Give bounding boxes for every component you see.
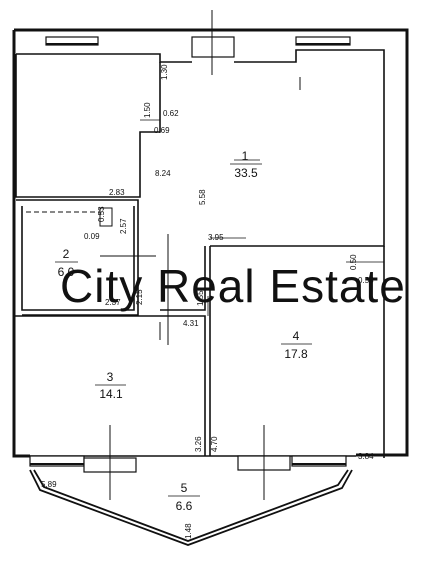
room-3-area: 14.1 [99, 387, 123, 401]
interior-walls [14, 49, 385, 458]
dim-label: 1.30 [160, 64, 169, 80]
room-1-label: 1 33.5 [230, 149, 262, 180]
watermark: City Real Estate [60, 260, 406, 312]
dim-label: 8.24 [155, 169, 171, 178]
dim-label: 4.31 [183, 319, 199, 328]
dimension-ticks [140, 119, 384, 316]
dim-label: 0.50 [349, 254, 358, 270]
room-1-area: 33.5 [234, 166, 258, 180]
room-5-number: 5 [181, 481, 188, 495]
dim-label: 0.69 [154, 126, 170, 135]
dim-label: 3.84 [358, 452, 374, 461]
room-5-label: 5 6.6 [168, 481, 200, 513]
dimension-labels: 1.30 1.50 0.62 0.69 8.24 5.58 2.83 2.57 … [41, 64, 374, 539]
dim-label: 3.26 [194, 436, 203, 452]
dim-label: 0.09 [84, 232, 100, 241]
balcony [29, 469, 353, 546]
room-1-number: 1 [242, 149, 249, 163]
dim-label: 5.89 [41, 480, 57, 489]
dim-label: 3.95 [208, 233, 224, 242]
dim-label: 0.55 [358, 276, 374, 285]
outer-walls [12, 28, 409, 458]
room-2-label: 2 6.0 [55, 247, 78, 279]
dim-label: 2.15 [135, 289, 144, 305]
room-labels: 1 33.5 2 6.0 3 14.1 4 17.8 5 6.6 [55, 149, 312, 513]
dim-label: 5.58 [198, 189, 207, 205]
room-3-label: 3 14.1 [95, 370, 126, 401]
room2-fixtures [26, 207, 172, 340]
dim-label: 2.37 [105, 298, 121, 307]
dim-label: 1.50 [143, 102, 152, 118]
section-marks [109, 10, 301, 500]
dim-label: 1.55 [196, 290, 205, 306]
room-4-area: 17.8 [284, 347, 308, 361]
dim-label: 2.83 [109, 188, 125, 197]
dim-label: 0.62 [163, 109, 179, 118]
dim-label: 0.53 [97, 206, 106, 222]
room-4-number: 4 [293, 329, 300, 343]
room-2-number: 2 [63, 247, 70, 261]
room-5-area: 6.6 [176, 499, 193, 513]
dim-label: 2.57 [119, 218, 128, 234]
room-3-number: 3 [107, 370, 114, 384]
room-4-label: 4 17.8 [281, 329, 312, 361]
dim-label: 4.70 [210, 436, 219, 452]
dim-label: 1.48 [184, 523, 193, 539]
room-2-area: 6.0 [58, 265, 75, 279]
